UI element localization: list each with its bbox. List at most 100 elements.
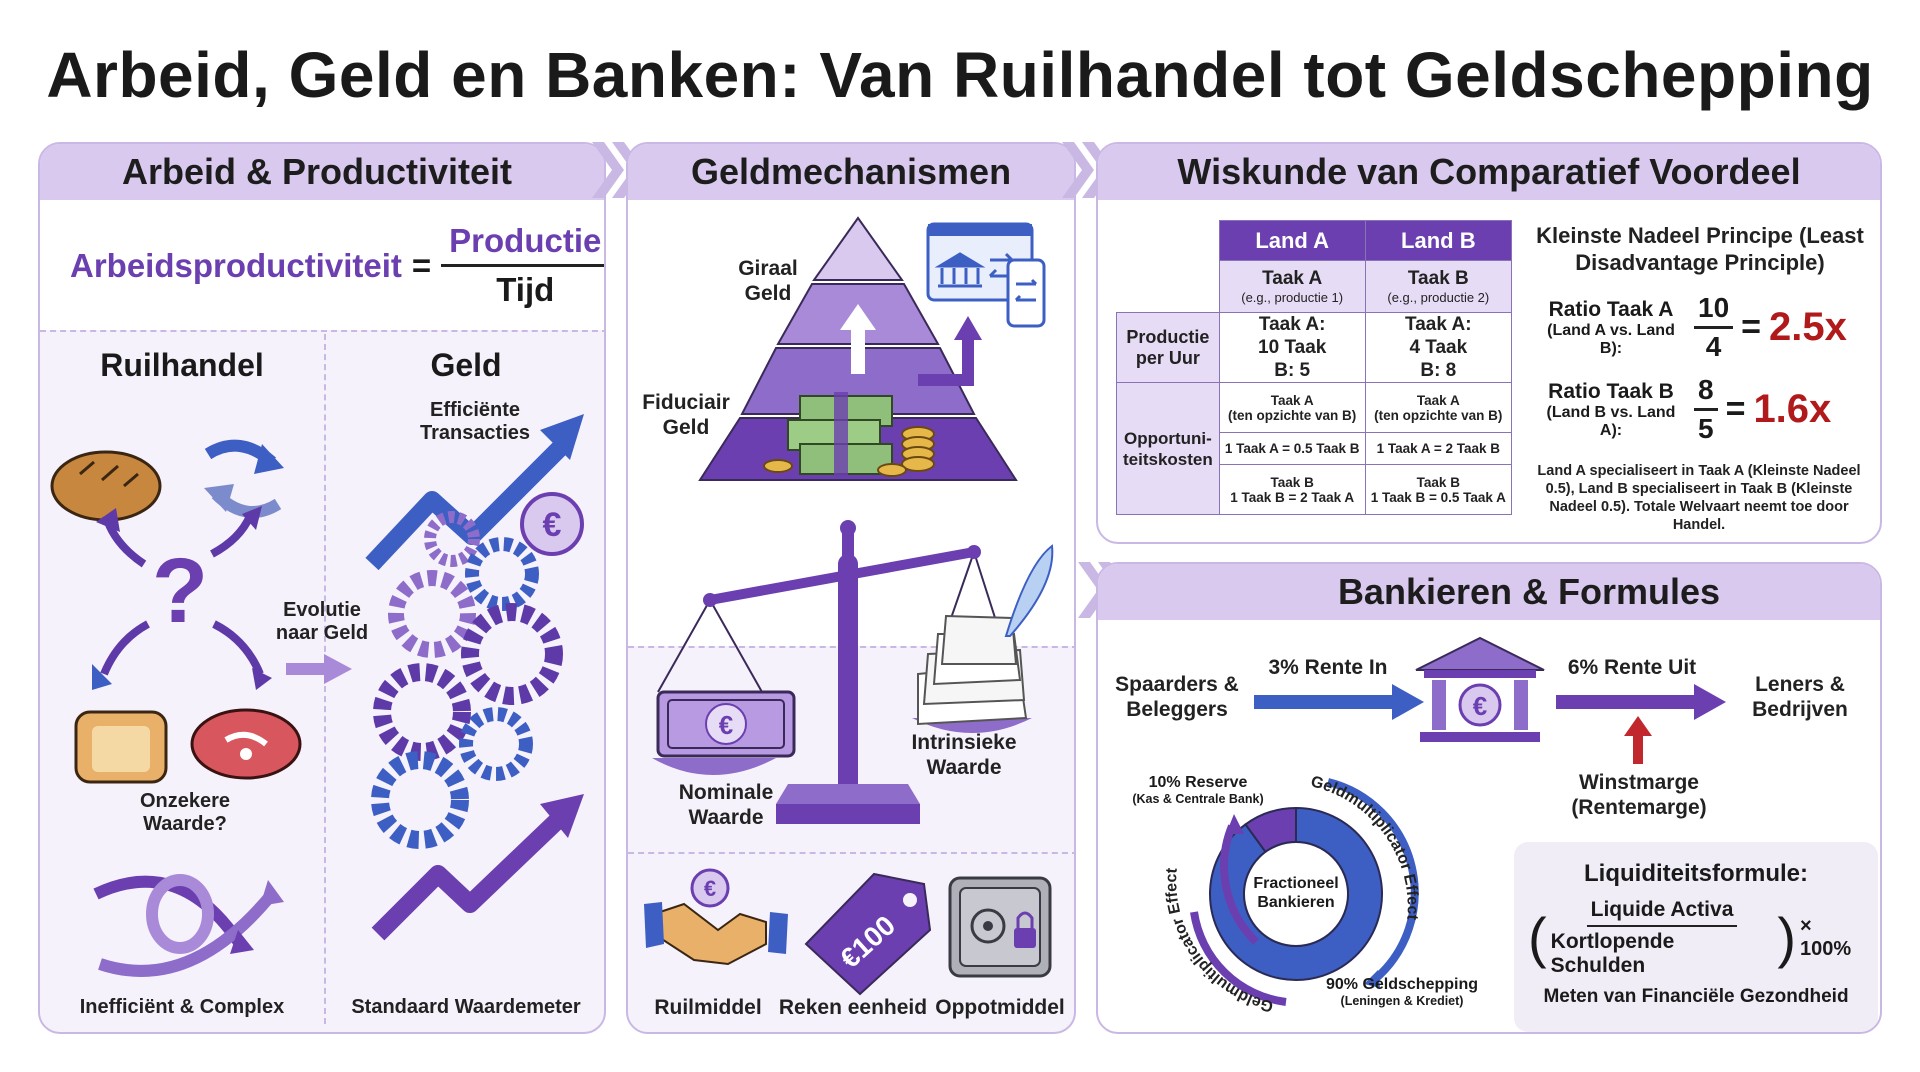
svg-text:€: €	[543, 506, 562, 544]
bread-slice-icon	[74, 710, 168, 784]
donut-hole	[1243, 841, 1349, 947]
formula-numerator: Productie	[441, 222, 604, 267]
ratio-a-result: 2.5x	[1769, 305, 1847, 349]
ratio-b-label: Ratio Taak B	[1548, 379, 1674, 403]
ratio-a-num: 10	[1694, 292, 1734, 329]
reserve-label: 10% Reserve (Kas & Centrale Bank)	[1108, 774, 1288, 808]
fiduciair-label: Fiduciair Geld	[642, 391, 730, 439]
liquidity-denominator: Kortlopende Schulden	[1550, 930, 1675, 977]
feather-icon	[1004, 544, 1054, 637]
efficient-label: Efficiënte Transacties	[419, 399, 531, 444]
creation-label: 90% Geldschepping (Leningen & Krediet)	[1312, 976, 1492, 1010]
ratio-b-num: 8	[1694, 374, 1718, 411]
oc-a2: 1 Taak B = 2 Taak A	[1230, 489, 1355, 505]
panel-arbeid: Arbeid & Productiviteit Arbeidsproductiv…	[38, 142, 606, 1034]
uncertain-value-label: Onzekere Waarde?	[139, 790, 231, 835]
evolution-label: Evolutie naar Geld	[275, 599, 369, 644]
page-title: Arbeid, Geld en Banken: Van Ruilhandel t…	[46, 39, 1874, 111]
savers-label: Spaarders & Beleggers	[1115, 673, 1239, 721]
panel-bankieren: Bankieren & Formules € Geldmultipli	[1096, 562, 1882, 1034]
oc-b-sub: (ten opzichte van B)	[1374, 407, 1503, 423]
bread-icon	[50, 450, 162, 522]
panel-heading: Arbeid & Productiviteit	[40, 144, 604, 200]
productivity-formula: Arbeidsproductiviteit = Productie Tijd	[70, 222, 604, 309]
steak-icon	[190, 708, 302, 780]
panel-heading: Wiskunde van Comparatief Voordeel	[1098, 144, 1880, 200]
oc-b1: 1 Taak A = 2 Taak B	[1364, 432, 1513, 465]
standard-label: Standaard Waardemeter	[351, 996, 581, 1018]
margin-label: Winstmarge (Rentemarge)	[1571, 771, 1707, 819]
exchange-arrows-icon	[204, 439, 284, 518]
panel-comparatief-voordeel: Wiskunde van Comparatief Voordeel Land A…	[1096, 142, 1882, 544]
liquidity-formula: ( Liquide Activa Kortlopende Schulden ) …	[1528, 898, 1868, 978]
ratio-b-den: 5	[1698, 413, 1714, 444]
formula-eq: =	[411, 246, 432, 284]
function-label-oppotmiddel: Oppotmiddel	[935, 996, 1065, 1019]
creation-pct-label: 90% Geldschepping	[1325, 976, 1479, 993]
ratio-b-result: 1.6x	[1753, 387, 1832, 431]
liquidity-multiplier: × 100%	[1800, 915, 1852, 960]
barter-title: Ruilhandel	[100, 347, 264, 383]
ratio-b-sub: (Land B vs. Land A):	[1546, 403, 1676, 439]
inefficient-label: Inefficiënt & Complex	[79, 996, 285, 1018]
formula-lhs: Arbeidsproductiviteit	[70, 246, 402, 284]
principle-title: Kleinste Nadeel Principe (Least Disadvan…	[1536, 223, 1864, 275]
euro-coin-icon: €	[520, 492, 584, 556]
paper-stack-icon	[917, 614, 1028, 726]
row-productie: Productie per Uur	[1116, 312, 1220, 383]
svg-text:€: €	[704, 876, 716, 901]
oc-b2-title: Taak B	[1416, 474, 1460, 490]
panel-heading: Geldmechanismen	[628, 144, 1074, 200]
formula-denominator: Tijd	[496, 271, 555, 308]
task-b-note: (e.g., productie 2)	[1387, 290, 1490, 305]
giraal-label: Giraal Geld	[738, 257, 798, 305]
money-title: Geld	[430, 347, 502, 383]
money-illustration: € € €100	[644, 216, 1054, 996]
liquidity-title: Liquiditeitsformule:	[1584, 860, 1808, 887]
safe-icon	[948, 876, 1052, 978]
function-label-rekeneenheid: Reken eenheid	[778, 996, 928, 1019]
panel-geldmechanismen: Geldmechanismen	[626, 142, 1076, 1034]
function-label-ruilmiddel: Ruilmiddel	[654, 996, 762, 1019]
svg-text:€: €	[719, 710, 733, 740]
col-land-a: Land A	[1218, 220, 1366, 261]
liquidity-caption: Meten van Financiële Gezondheid	[1543, 986, 1849, 1007]
banknote-icon: €	[656, 690, 796, 758]
oc-b-title: Taak A	[1416, 392, 1460, 408]
borrowers-label: Leners & Bedrijven	[1752, 673, 1848, 721]
ratio-a-sub: (Land A vs. Land B):	[1547, 321, 1675, 357]
oc-b2: 1 Taak B = 0.5 Taak A	[1370, 489, 1506, 505]
liquidity-box: Liquiditeitsformule: ( Liquide Activa Ko…	[1514, 842, 1878, 1032]
oc-a-sub: (ten opzichte van B)	[1228, 407, 1357, 423]
task-b-header: Taak B	[1407, 268, 1469, 289]
cell-productie-b: Taak A: 4 Taak B: 8	[1364, 312, 1513, 383]
task-a-header: Taak A	[1262, 268, 1323, 289]
col-land-b: Land B	[1364, 220, 1513, 261]
task-a-note: (e.g., productie 1)	[1241, 290, 1344, 305]
row-opportuniteitskosten: Opportuni-teitskosten	[1116, 382, 1220, 515]
handshake-icon: €	[644, 868, 788, 966]
oc-a2-title: Taak B	[1270, 474, 1314, 490]
svg-text:€: €	[1473, 691, 1487, 721]
nominal-label: Nominale Waarde	[678, 781, 774, 829]
reserve-sub-label: (Kas & Centrale Bank)	[1132, 792, 1264, 806]
tangled-arrows-icon	[93, 874, 277, 977]
ratio-a-den: 4	[1705, 331, 1722, 362]
bank-building-icon: €	[1415, 636, 1545, 742]
question-mark: ?	[152, 540, 208, 642]
liquidity-numerator: Liquide Activa	[1586, 898, 1738, 927]
gears-icon	[371, 511, 563, 849]
oc-a-title: Taak A	[1270, 392, 1314, 408]
price-tag-icon: €100	[804, 872, 932, 996]
ratio-a-label: Ratio Taak A	[1548, 297, 1674, 321]
creation-sub-label: (Leningen & Krediet)	[1340, 994, 1464, 1008]
intrinsic-label: Intrinsieke Waarde	[911, 731, 1017, 779]
money-pyramid-icon	[698, 216, 1018, 481]
trend-arrow-purple-icon	[371, 811, 567, 941]
rate-in-label: 3% Rente In	[1268, 656, 1388, 679]
cash-stack-icon	[787, 392, 893, 478]
balance-scale-icon	[652, 520, 1032, 824]
panel-heading: Bankieren & Formules	[1098, 564, 1880, 620]
